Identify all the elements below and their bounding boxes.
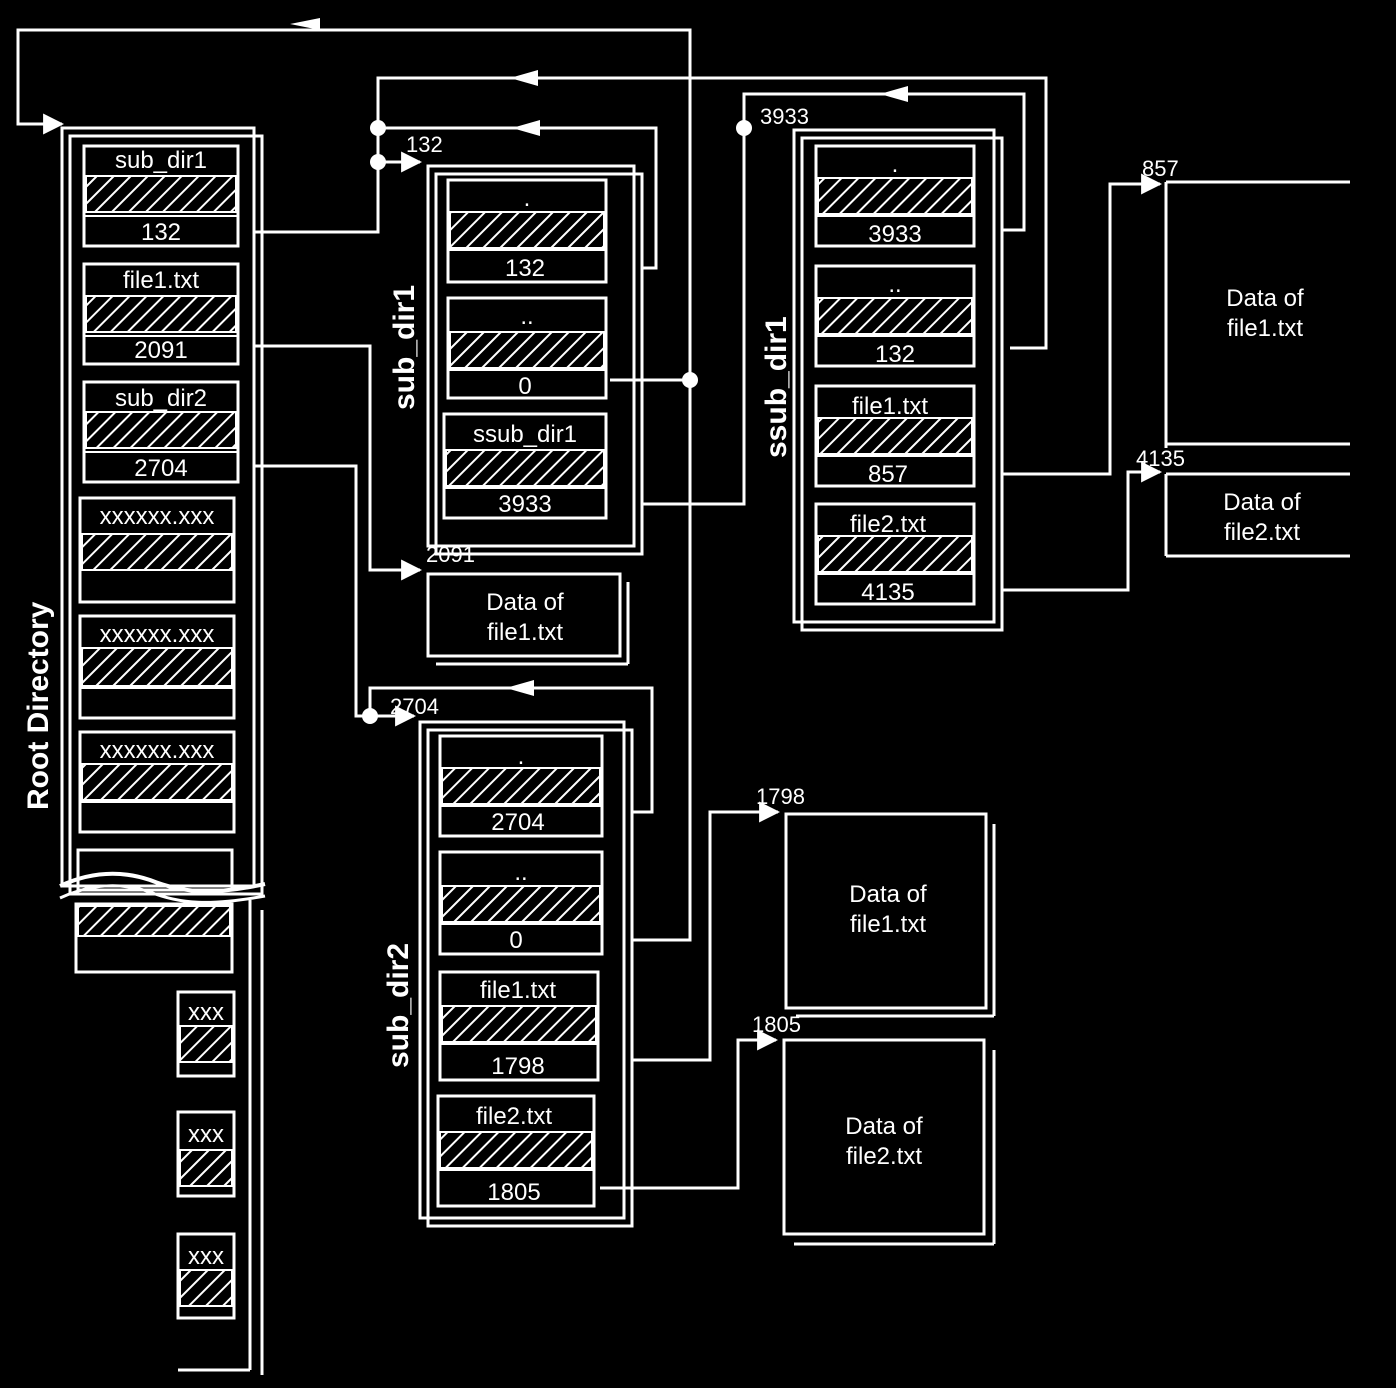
root-directory-frame (60, 126, 256, 888)
sub-dir1-entry-ssub (442, 412, 608, 520)
sub-dir2-entry-name: file1.txt (480, 977, 556, 1004)
data-block-line1: Data of (486, 589, 564, 616)
ssub-dir1-frame (792, 128, 996, 624)
sub-dir2-entry-file1 (438, 970, 600, 1082)
sub-dir1-frame (426, 164, 636, 548)
data-block-cluster-label: 857 (1142, 156, 1179, 181)
root-tail-entry-1 (176, 990, 236, 1078)
ssub-dir1-entry-cluster: 3933 (868, 221, 921, 248)
root-entry-name: sub_dir2 (115, 385, 207, 412)
sub-dir2-title: sub_dir2 (382, 943, 415, 1068)
sub-dir2-entry-dotdot (438, 850, 604, 956)
ssub-dir1-entry-cluster: 4135 (861, 579, 914, 606)
data-block-cluster-label: 4135 (1136, 446, 1185, 471)
data-block-line1: Data of (849, 881, 927, 908)
ssub-dir1-entry-name: . (892, 151, 899, 178)
root-entry-cluster: 132 (141, 219, 181, 246)
sub-dir1-entry-name: ssub_dir1 (473, 421, 577, 448)
data-block-cluster-label: 1805 (752, 1012, 801, 1037)
root-tail-entry-name: xxx (188, 999, 224, 1026)
root-entry-name: sub_dir1 (115, 147, 207, 174)
ssub-dir1-title: ssub_dir1 (760, 316, 793, 458)
root-entry-name: xxxxxx.xxx (100, 621, 215, 648)
data-block-4135 (1164, 472, 1350, 558)
sub-dir2-entry-cluster: 0 (509, 927, 522, 954)
ssub-dir1-entry-name: file2.txt (850, 511, 926, 538)
data-block-line1: Data of (1223, 489, 1301, 516)
root-entry-blank-1 (76, 848, 234, 892)
ssub-dir1-entry-cluster: 132 (875, 341, 915, 368)
root-entry-blank-2 (74, 902, 234, 974)
root-entry-name: file1.txt (123, 267, 199, 294)
sub-dir1-entry-name: .. (520, 303, 533, 330)
data-block-2091 (426, 572, 630, 666)
root-entry-xxx-1 (78, 496, 236, 604)
sub-dir1-entry-cluster: 132 (505, 255, 545, 282)
sub-dir1-entry-cluster: 3933 (498, 491, 551, 518)
data-block-cluster-label: 1798 (756, 784, 805, 809)
sub-dir2-entry-name: .. (514, 859, 527, 886)
ssub-dir1-entry-dot (814, 144, 976, 248)
ssub-dir1-entry-dotdot (814, 264, 976, 368)
sub-dir1-entry-name: . (524, 185, 531, 212)
data-block-line1: Data of (845, 1113, 923, 1140)
sub-dir1-entry-dotdot (446, 296, 608, 400)
root-entry-sub-dir2 (82, 380, 240, 484)
sub-dir1-entry-dot (446, 178, 608, 284)
ssub-dir1-entry-file1 (814, 384, 976, 488)
sub-dir1-entry-cluster: 0 (518, 373, 531, 400)
root-tail-entry-name: xxx (188, 1121, 224, 1148)
sub-dir2-cluster-label: 2704 (390, 694, 439, 719)
data-block-cluster-label: 2091 (426, 542, 475, 567)
ssub-dir1-entry-name: .. (888, 271, 901, 298)
sub-dir1-title: sub_dir1 (388, 285, 421, 410)
sub-dir2-entry-cluster: 2704 (491, 809, 544, 836)
root-entry-cluster: 2091 (134, 337, 187, 364)
sub-dir2-frame (418, 720, 626, 1220)
root-entry-xxx-2 (78, 614, 236, 720)
root-entry-name: xxxxxx.xxx (100, 503, 215, 530)
data-block-line2: file1.txt (487, 619, 563, 646)
sub-dir1-cluster-label: 132 (406, 132, 443, 157)
root-entry-name: xxxxxx.xxx (100, 737, 215, 764)
sub-dir2-entry-name: . (518, 743, 525, 770)
ssub-dir1-entry-file2 (814, 502, 976, 606)
data-block-line2: file2.txt (846, 1143, 922, 1170)
data-block-1798 (784, 812, 996, 1018)
root-tail-entry-name: xxx (188, 1243, 224, 1270)
sub-dir2-entry-dot (438, 734, 604, 838)
root-entry-sub-dir1 (82, 144, 240, 248)
data-block-line2: file1.txt (850, 911, 926, 938)
sub-dir2-entry-cluster: 1798 (491, 1053, 544, 1080)
data-block-1805 (782, 1038, 996, 1246)
data-block-line2: file2.txt (1224, 519, 1300, 546)
root-tail-entry-2 (176, 1110, 236, 1198)
root-directory-title: Root Directory (22, 601, 55, 810)
root-entry-xxx-3 (78, 730, 236, 834)
ssub-dir1-entry-cluster: 857 (868, 461, 908, 488)
root-tail-entry-3 (176, 1232, 236, 1320)
ssub-dir1-entry-name: file1.txt (852, 393, 928, 420)
sub-dir2-entry-file2 (436, 1094, 596, 1208)
data-block-line1: Data of (1226, 285, 1304, 312)
ssub-dir1-cluster-label: 3933 (760, 104, 809, 129)
sub-dir2-entry-cluster: 1805 (487, 1179, 540, 1206)
data-block-line2: file1.txt (1227, 315, 1303, 342)
root-entry-cluster: 2704 (134, 455, 187, 482)
data-block-857 (1164, 180, 1350, 448)
root-entry-file1 (82, 262, 240, 366)
sub-dir2-entry-name: file2.txt (476, 1103, 552, 1130)
